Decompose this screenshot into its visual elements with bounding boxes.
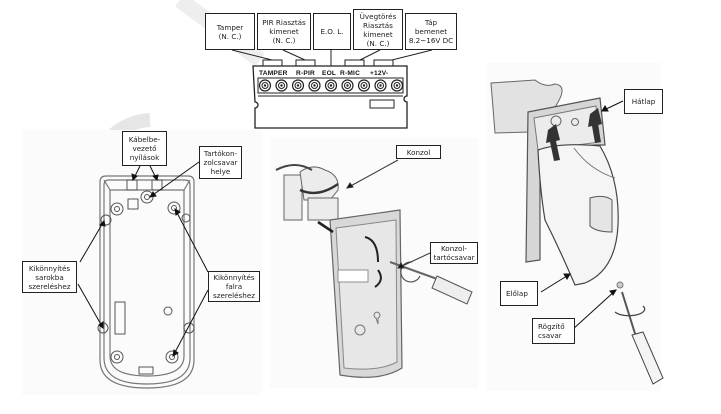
callout-back-plate: Hátlap <box>624 89 663 114</box>
callout-cable-entry: Kábelbe- vezető nyílások <box>122 131 167 166</box>
terminal-screw <box>357 79 371 92</box>
terminal-screw <box>374 79 387 92</box>
terminal-label-tamper: TAMPER <box>259 70 288 77</box>
terminal-label-12v: +12V- <box>370 70 389 77</box>
terminal-screw <box>258 79 272 92</box>
terminal-screw <box>308 79 321 92</box>
callout-bracket-holding-screw: Konzol- tartócsavar <box>430 242 478 264</box>
callout-fixing-screw: Rögzítő csavar <box>532 318 575 344</box>
callout-front-cover: Előlap <box>500 281 538 306</box>
callout-bracket-screw-location: Tartókon- zolcsavar helye <box>199 146 242 179</box>
terminal-screw <box>390 79 404 92</box>
callout-eol: E.O. L. <box>313 13 351 50</box>
terminal-screw <box>275 79 288 92</box>
terminal-screw <box>341 79 354 92</box>
terminal-screw <box>324 79 338 92</box>
callout-glassbreak-output: Üvegtörés Riasztás kimenet (N. C.) <box>353 9 403 50</box>
terminal-label-r-pir: R-PIR <box>296 70 315 77</box>
terminal-label-r-mic: R-MIC <box>340 70 361 77</box>
callout-wall-knockout: Kikönnyítés falra szereléshez <box>208 271 260 302</box>
callout-corner-knockout: Kikönnyítés sarokba szereléshez <box>22 261 77 293</box>
callout-pir-output: PIR Riasztás kimenet (N. C.) <box>257 13 311 50</box>
callout-tamper: Tamper (N. C.) <box>205 13 255 50</box>
callout-bracket: Konzol <box>396 145 441 159</box>
terminal-label-eol: EOL <box>322 70 337 77</box>
callout-power-input: Táp bemenet 8.2~16V DC <box>405 13 457 50</box>
terminal-screw <box>291 79 305 92</box>
